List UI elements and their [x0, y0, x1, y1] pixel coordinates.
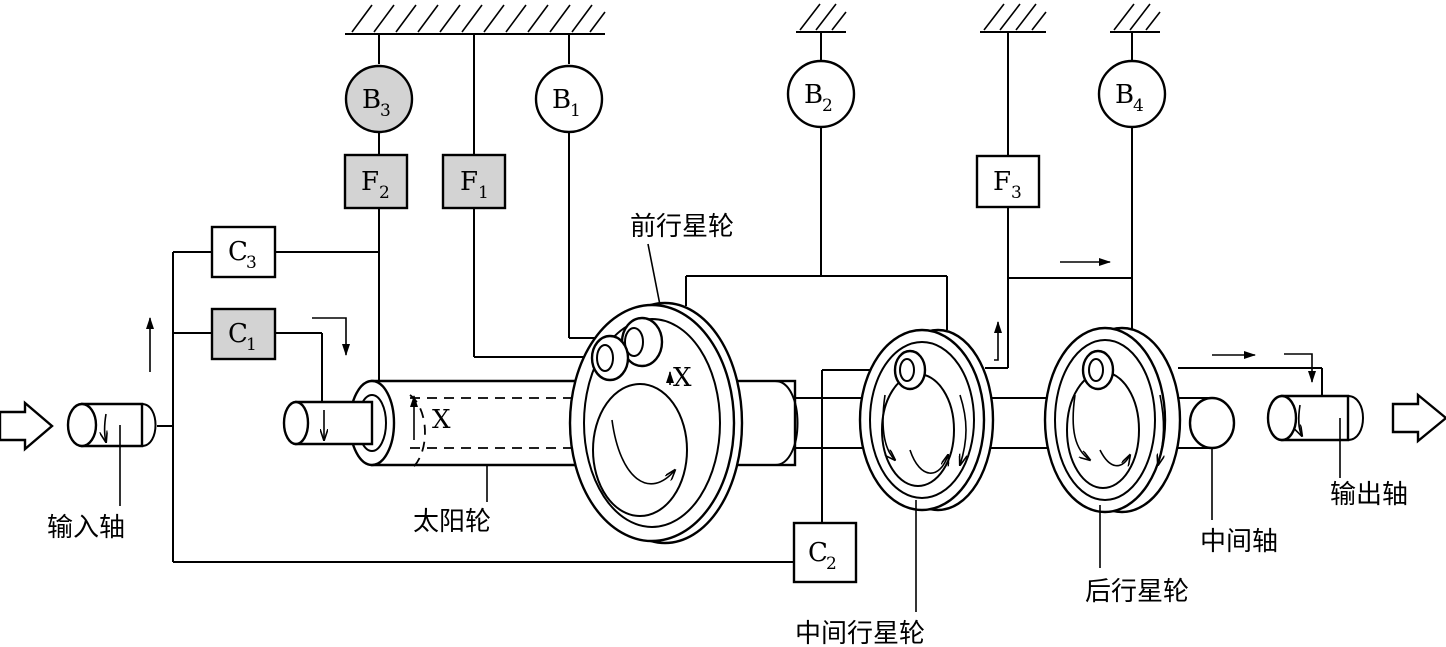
marker-x-sun: X — [432, 405, 451, 435]
housing-ground-left — [345, 4, 606, 35]
label-middle-planet: 中间行星轮 — [795, 619, 925, 647]
label-intermediate-shaft: 中间轴 — [1200, 527, 1278, 557]
housing-ground-b4 — [1110, 3, 1161, 33]
input-arrow-icon — [0, 400, 54, 452]
housing-ground-b2 — [796, 3, 847, 33]
brake-b3-letter: B — [362, 85, 381, 115]
brake-b4: B 4 — [1097, 59, 1167, 129]
clutch-c3-letter: C — [228, 237, 248, 267]
label-sun-gear: 太阳轮 — [413, 507, 491, 537]
inner-input-shaft — [282, 395, 418, 446]
clutch-c3-sub: 3 — [246, 253, 257, 273]
clutch-c2-sub: 2 — [826, 554, 837, 574]
middle-planetary-ring — [858, 328, 995, 512]
output-arrow-icon — [1391, 392, 1446, 444]
clutch-c3: C 3 — [210, 225, 277, 279]
leader-lines — [486, 243, 1213, 612]
brake-b2: B 2 — [786, 59, 856, 129]
label-rear-planet: 后行星轮 — [1085, 577, 1189, 607]
clutch-c2-letter: C — [808, 538, 828, 568]
label-front-planet: 前行星轮 — [630, 212, 734, 242]
clutch-c1-sub: 1 — [246, 335, 257, 355]
clutch-c2: C 2 — [792, 521, 858, 584]
flow-arrows — [146, 258, 1316, 383]
brake-b1-letter: B — [552, 85, 571, 115]
output-shaft — [1266, 394, 1364, 478]
rear-planetary-ring — [1043, 326, 1182, 514]
brake-b2-sub: 2 — [822, 96, 833, 116]
one-way-clutch-f2-letter: F — [361, 167, 379, 197]
brake-b4-sub: 4 — [1133, 96, 1144, 116]
one-way-clutch-f3: F 3 — [975, 154, 1041, 209]
one-way-clutch-f1: F 1 — [441, 153, 507, 210]
clutch-c1-letter: C — [228, 319, 248, 349]
brake-b1-sub: 1 — [570, 101, 581, 121]
clutch-c1: C 1 — [210, 307, 277, 361]
one-way-clutch-f2: F 2 — [343, 153, 409, 210]
one-way-clutch-f1-letter: F — [460, 167, 478, 197]
brake-b4-letter: B — [1115, 80, 1134, 110]
one-way-clutch-f2-sub: 2 — [379, 183, 390, 203]
input-shaft — [66, 402, 157, 506]
marker-x-front: X — [673, 363, 692, 393]
brake-b3: B 3 — [344, 64, 414, 134]
one-way-clutch-f1-sub: 1 — [478, 183, 489, 203]
brake-b1: B 1 — [534, 64, 604, 134]
brake-b2-letter: B — [804, 80, 823, 110]
brake-b3-sub: 3 — [380, 101, 391, 121]
front-planetary-ring — [568, 301, 744, 545]
one-way-clutch-f3-letter: F — [993, 167, 1011, 197]
housing-ground-f3 — [980, 3, 1047, 33]
label-output-shaft: 输出轴 — [1330, 480, 1408, 510]
label-input-shaft: 输入轴 — [47, 513, 125, 543]
one-way-clutch-f3-sub: 3 — [1011, 183, 1022, 203]
